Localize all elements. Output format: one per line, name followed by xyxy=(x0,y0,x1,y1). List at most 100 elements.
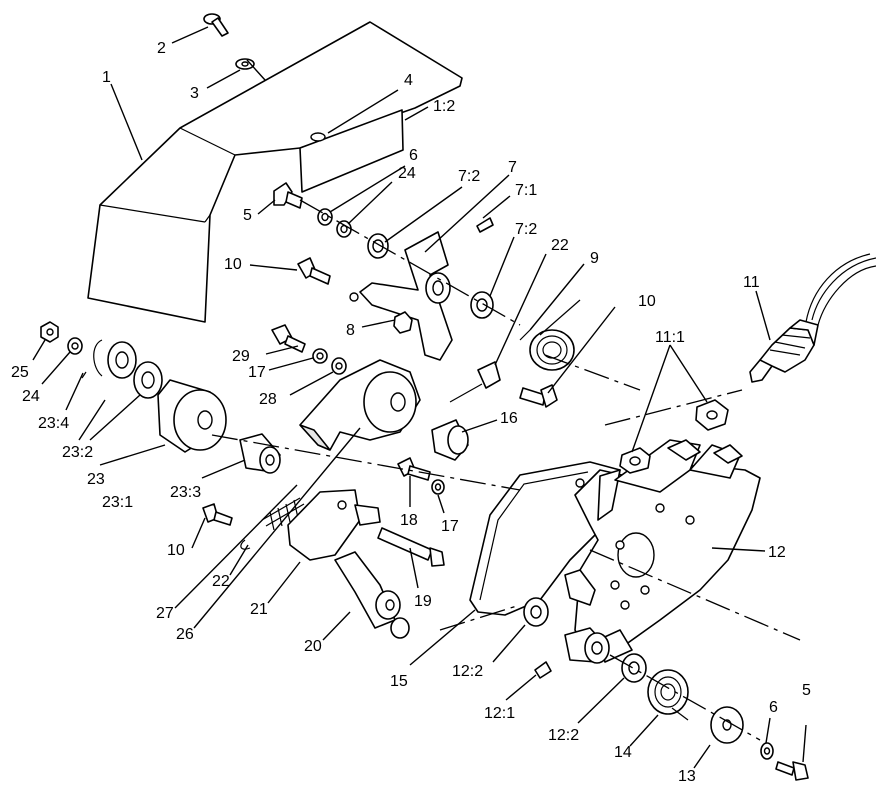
bushing-part-7-2-lower xyxy=(470,291,494,319)
callout-23-3: 23:3 xyxy=(170,484,201,501)
callout-4: 4 xyxy=(404,72,413,89)
callout-3: 3 xyxy=(190,85,199,102)
center-axis-pulley xyxy=(211,434,521,491)
spring-part-9 xyxy=(519,299,581,371)
belt-guide-part-27 xyxy=(299,359,421,451)
bolt-part-18 xyxy=(397,457,431,481)
washer-part-13 xyxy=(710,706,744,744)
center-axis-pivot xyxy=(609,654,761,741)
washer-part-3 xyxy=(235,58,255,70)
callout-29: 29 xyxy=(232,348,250,365)
callout-5-lower: 5 xyxy=(802,682,811,699)
washer-part-6-lower xyxy=(760,742,774,760)
callout-15: 15 xyxy=(390,673,408,690)
center-axis-upper xyxy=(299,199,521,326)
bolt-part-10-lower xyxy=(202,503,233,526)
callout-18: 18 xyxy=(400,512,418,529)
callout-5-upper: 5 xyxy=(243,207,252,224)
bolt-part-10-middle xyxy=(519,384,558,408)
nut-part-11-1-right xyxy=(695,399,729,431)
arm-part-7 xyxy=(349,231,453,361)
plate-part-12 xyxy=(564,439,761,663)
callout-19: 19 xyxy=(414,593,432,610)
callout-23-2: 23:2 xyxy=(62,444,93,461)
grease-fitting-part-12-1 xyxy=(534,661,552,679)
bracket-part-21 xyxy=(287,489,381,561)
washer-part-28 xyxy=(331,357,347,375)
callout-25: 25 xyxy=(11,364,29,381)
callout-23: 23 xyxy=(87,471,105,488)
callout-20: 20 xyxy=(304,638,322,655)
callout-1: 1 xyxy=(102,69,111,86)
callout-17-right: 17 xyxy=(441,518,459,535)
callout-2: 2 xyxy=(157,40,166,57)
callout-7-1: 7:1 xyxy=(515,182,537,199)
washer-part-17-left xyxy=(312,348,328,364)
center-axis-plate xyxy=(589,549,801,641)
callout-23-4: 23:4 xyxy=(38,415,69,432)
washer-part-6-upper xyxy=(317,208,333,226)
callout-26: 26 xyxy=(176,626,194,643)
grease-fitting-part-7-1 xyxy=(476,217,494,233)
callout-17-left: 17 xyxy=(248,364,266,381)
callout-7-2-lower: 7:2 xyxy=(515,221,537,238)
callout-22-upper: 22 xyxy=(551,237,569,254)
arm-part-20 xyxy=(334,551,410,639)
spring-part-14 xyxy=(647,669,689,721)
callout-12-2-left: 12:2 xyxy=(452,663,483,680)
callout-24-upper: 24 xyxy=(398,165,416,182)
callout-16: 16 xyxy=(500,410,518,427)
spacer-part-16 xyxy=(431,419,469,461)
callout-10-right: 10 xyxy=(638,293,656,310)
bushing-part-7-2-upper xyxy=(367,233,389,259)
center-axis-spring xyxy=(544,354,641,391)
decal-part-1-2 xyxy=(299,109,404,193)
nut-part-8 xyxy=(393,311,413,334)
pivot-tube xyxy=(564,627,610,664)
callout-10-lower: 10 xyxy=(167,542,185,559)
callout-23-1: 23:1 xyxy=(102,494,133,511)
callout-labels: 1 2 3 4 1:2 6 24 5 7:2 7 7:1 7:2 22 9 10… xyxy=(11,40,811,785)
callout-12: 12 xyxy=(768,544,786,561)
linkage-part-22-upper xyxy=(449,361,501,403)
callout-7-2-upper: 7:2 xyxy=(458,168,480,185)
leader-lines xyxy=(32,26,807,769)
callout-27: 27 xyxy=(156,605,174,622)
bolt-part-29 xyxy=(271,324,306,353)
callout-13: 13 xyxy=(678,768,696,785)
screw-part-2 xyxy=(203,13,229,37)
callout-21: 21 xyxy=(250,601,268,618)
callout-6-upper: 6 xyxy=(409,147,418,164)
washer-part-24-left xyxy=(67,337,83,355)
callout-28: 28 xyxy=(259,391,277,408)
callout-11: 11 xyxy=(743,274,760,291)
bolt-part-19 xyxy=(377,527,445,567)
callout-6-lower: 6 xyxy=(769,699,778,716)
nut-part-11-1-left xyxy=(619,447,651,474)
callout-14: 14 xyxy=(614,744,632,761)
nut-part-25 xyxy=(40,321,59,343)
washer-part-17-right xyxy=(431,479,445,495)
callout-1-2: 1:2 xyxy=(433,98,455,115)
callout-22-lower: 22 xyxy=(212,573,230,590)
callout-11-1: 11:1 xyxy=(655,329,685,346)
callout-24-left: 24 xyxy=(22,388,40,405)
center-axis-lower xyxy=(439,604,521,631)
switch-part-11 xyxy=(749,253,876,383)
bushing-part-12-2-right xyxy=(621,653,647,683)
callout-7: 7 xyxy=(508,159,517,176)
pulley-part-23 xyxy=(157,379,227,453)
bearing-part-23-2 xyxy=(107,341,163,399)
callout-9: 9 xyxy=(590,250,599,267)
callout-8: 8 xyxy=(346,322,355,339)
bolt-part-10-upper xyxy=(297,257,331,285)
bolt-part-5-lower xyxy=(775,761,809,781)
snap-ring-part-23-4 xyxy=(81,339,103,379)
bolt-part-5-upper xyxy=(273,182,303,209)
spacer-part-23-3 xyxy=(239,433,281,474)
center-axis-switch xyxy=(604,389,743,426)
spring-part-22-lower xyxy=(240,497,305,550)
callout-10-upper: 10 xyxy=(224,256,242,273)
callout-12-2-right: 12:2 xyxy=(548,727,579,744)
